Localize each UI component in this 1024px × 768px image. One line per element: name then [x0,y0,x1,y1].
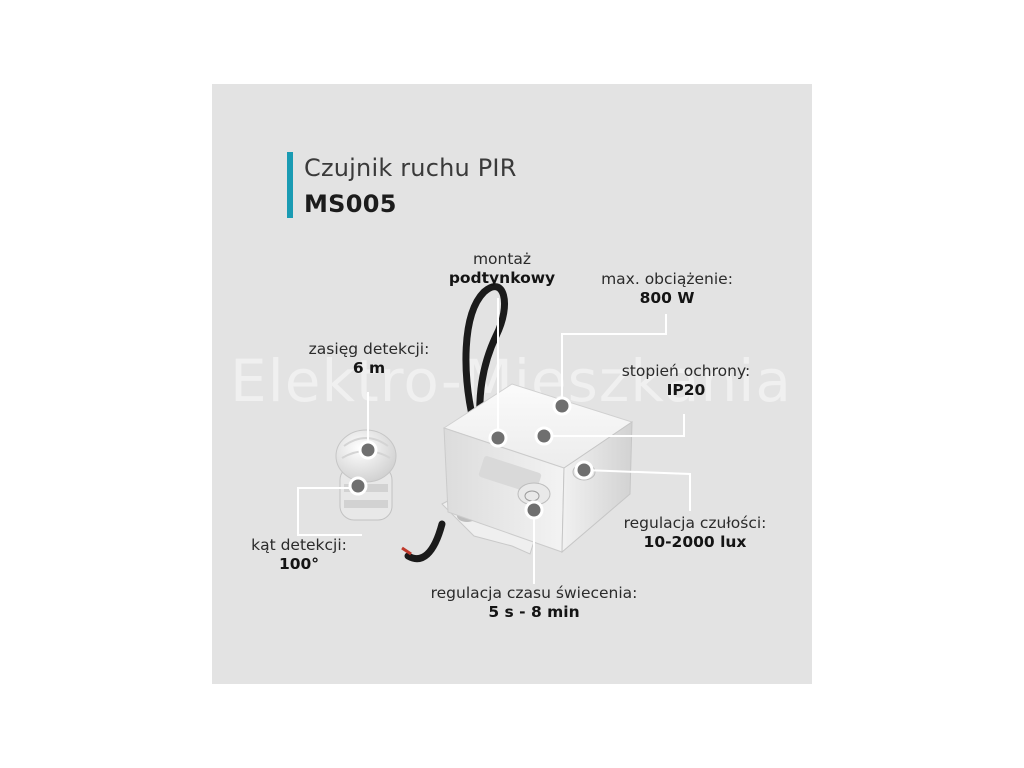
spec-max-load-label: max. obciążenie: [601,270,733,288]
spec-mounting-label: montaż [472,250,532,268]
spec-max-load: max. obciążenie: 800 W [587,270,747,308]
spec-angle-label: kąt detekcji: [251,536,347,554]
spec-mounting: montaż podtynkowy [417,250,587,288]
spec-angle-value: 100° [278,555,320,573]
spec-protection: stopień ochrony: IP20 [606,362,766,400]
spec-mounting-value: podtynkowy [448,269,556,287]
spec-sensitivity-value: 10-2000 lux [643,533,747,551]
spec-protection-label: stopień ochrony: [621,362,751,380]
spec-protection-value: IP20 [666,381,706,399]
product-panel: Elektro-Mieszkania Czujnik ruchu PIR MS0… [212,84,812,684]
marker-protection [534,426,554,446]
marker-sensitivity [574,460,594,480]
callout-line-sensitivity [583,469,691,511]
callout-lines [297,298,691,584]
callout-markers [348,396,594,520]
spec-time: regulacja czasu świecenia: 5 s - 8 min [412,584,656,622]
spec-range-label: zasięg detekcji: [308,340,430,358]
spec-sensitivity-label: regulacja czułości: [623,514,767,532]
spec-angle: kąt detekcji: 100° [234,536,364,574]
marker-range [358,440,378,460]
spec-range: zasięg detekcji: 6 m [294,340,444,378]
marker-angle [348,476,368,496]
title-accent-bar [287,152,293,218]
spec-time-value: 5 s - 8 min [488,603,580,621]
spec-sensitivity: regulacja czułości: 10-2000 lux [610,514,780,552]
marker-mounting [488,428,508,448]
spec-max-load-value: 800 W [639,289,695,307]
callout-line-max-load [561,314,667,406]
product-title: Czujnik ruchu PIR [304,154,517,182]
marker-max-load [552,396,572,416]
sensor-illustration [297,283,691,584]
callout-line-protection [542,414,685,437]
callout-line-angle [297,487,362,536]
spec-time-label: regulacja czasu świecenia: [430,584,638,602]
spec-range-value: 6 m [352,359,386,377]
marker-time [524,500,544,520]
product-model: MS005 [304,190,397,218]
